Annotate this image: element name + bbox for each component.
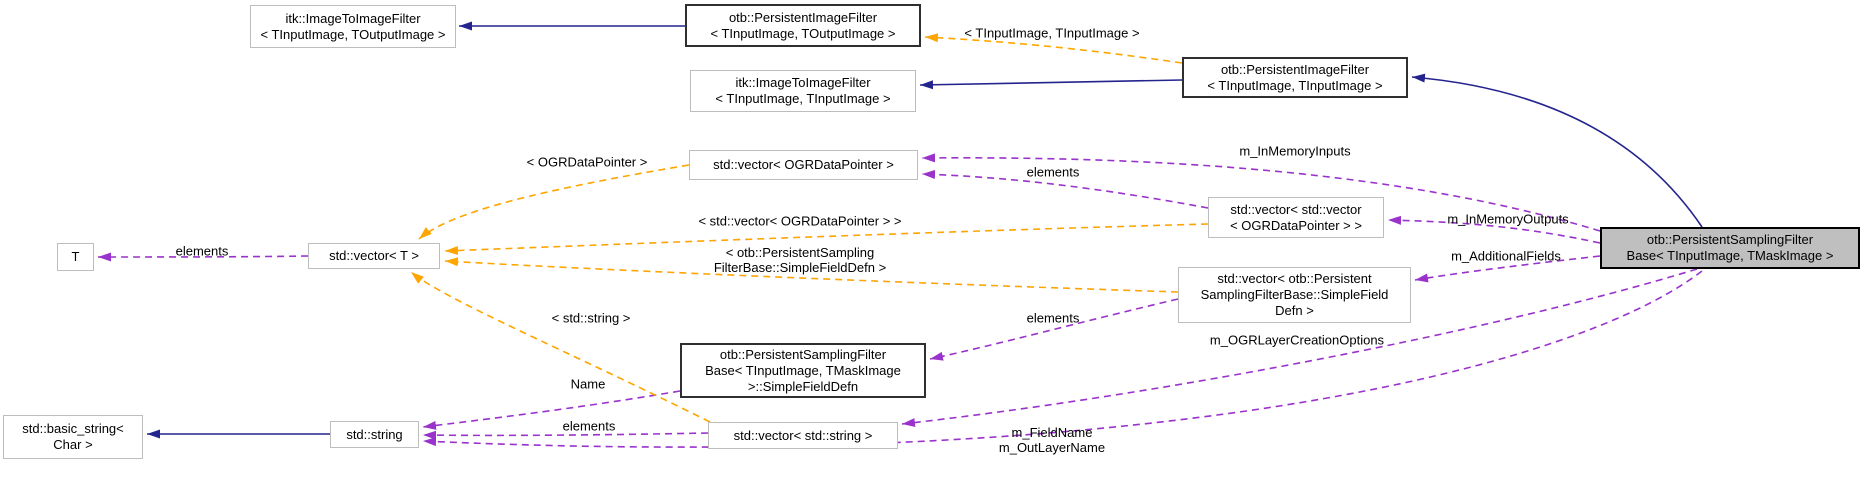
edge-label-template-tinput-tinput: < TInputImage, TInputImage >	[964, 25, 1140, 41]
edge-label-line: < otb::PersistentSampling	[725, 245, 875, 260]
node-line: std::vector< OGRDataPointer >	[713, 157, 894, 172]
node-line: std::vector< otb::Persistent	[1217, 271, 1372, 286]
node-line: std::vector< std::string >	[733, 427, 873, 443]
edge-usage-elements-vv-to-v	[921, 169, 1209, 209]
node-line: < TInputImage, TOutputImage >	[260, 26, 446, 42]
edge-template-vstring-to-vt	[410, 271, 711, 423]
node-simplefielddefn[interactable]: otb::PersistentSamplingFilter Base< TInp…	[680, 343, 926, 398]
edge-usage-m-fieldname-outlayername	[422, 270, 1703, 448]
edge-label-template-simplefielddefn: < otb::PersistentSampling FilterBase::Si…	[714, 245, 886, 275]
node-line: itk::ImageToImageFilter	[285, 10, 421, 26]
edge-label-template-ogrdatapointer: < OGRDataPointer >	[526, 154, 648, 170]
node-line: Defn >	[1275, 303, 1314, 318]
edge-usage-m-ogrlayercreationoptions	[901, 268, 1698, 428]
edge-usage-elements-vsfd-to-sfd	[929, 298, 1179, 361]
edge-label-elements-vt: elements	[175, 243, 229, 259]
node-line: std::string	[346, 426, 403, 442]
edge-template-vvogr-to-vt	[444, 223, 1209, 255]
node-itk-imagetoimagefilter-toutputimage: itk::ImageToImageFilter < TInputImage, T…	[250, 5, 456, 48]
node-line: otb::PersistentImageFilter	[728, 9, 878, 25]
node-line: std::vector< T >	[329, 248, 419, 263]
node-std-basic-string-char: std::basic_string< Char >	[3, 415, 143, 459]
node-line: Base< TInputImage, TMaskImage	[705, 362, 901, 378]
edge-label-m-inmemoryinputs: m_InMemoryInputs	[1239, 143, 1351, 159]
edge-label-m-ogrlayercreationoptions: m_OGRLayerCreationOptions	[1209, 332, 1385, 348]
node-line: SamplingFilterBase::SimpleField	[1200, 287, 1389, 302]
edge-inheritance-main-to-pif-in	[1411, 73, 1703, 228]
node-std-vector-ogrdatapointer: std::vector< OGRDataPointer >	[689, 150, 918, 180]
node-line: std::basic_string<	[22, 421, 124, 436]
edge-label-elements-vv: elements	[1026, 164, 1080, 180]
node-std-vector-simplefielddefn: std::vector< otb::Persistent SamplingFil…	[1178, 267, 1411, 323]
node-line: itk::ImageToImageFilter	[735, 75, 871, 90]
edge-label-line: FilterBase::SimpleFieldDefn >	[713, 260, 887, 275]
node-line: < TInputImage, TInputImage >	[1207, 77, 1383, 93]
edge-label-m-fieldname-outlayername: m_FieldName m_OutLayerName	[999, 425, 1105, 455]
node-line: T	[71, 249, 80, 264]
node-line: >::SimpleFieldDefn	[747, 378, 859, 394]
edge-usage-m-inmemoryoutputs	[1387, 215, 1601, 244]
edge-label-elements-vstring: elements	[562, 418, 616, 434]
node-std-vector-std-string: std::vector< std::string >	[708, 422, 898, 449]
node-line: otb::PersistentSamplingFilter	[719, 346, 887, 362]
node-std-string: std::string	[330, 421, 419, 448]
node-otb-persistentimagefilter-tinputimage[interactable]: otb::PersistentImageFilter < TInputImage…	[1182, 57, 1408, 98]
node-std-vector-std-vector-ogrdatapointer: std::vector< std::vector < OGRDataPointe…	[1208, 197, 1384, 238]
edge-label-template-std-string: < std::string >	[551, 310, 631, 326]
edge-label-line: m_FieldName	[1011, 425, 1093, 440]
node-std-vector-t: std::vector< T >	[308, 243, 440, 269]
edge-usage-elements-vt-to-t	[97, 252, 309, 262]
edge-usage-name	[422, 390, 681, 430]
node-line: otb::PersistentSamplingFilter	[1646, 232, 1814, 247]
node-line: otb::PersistentImageFilter	[1220, 61, 1370, 77]
edge-label-template-vector-ogrdatapointer: < std::vector< OGRDataPointer > >	[698, 213, 902, 229]
node-t: T	[57, 243, 94, 271]
edge-template-vsfd-to-vt	[444, 257, 1179, 293]
edge-label-elements-vsfd: elements	[1026, 310, 1080, 326]
edge-label-m-inmemoryoutputs: m_InMemoryOutputs	[1447, 211, 1569, 227]
node-line: < TInputImage, TOutputImage >	[710, 25, 896, 41]
edge-label-line: m_OutLayerName	[998, 440, 1106, 455]
node-line: < TInputImage, TInputImage >	[715, 91, 891, 106]
edge-usage-m-additionalfields	[1414, 255, 1601, 283]
node-line: Base< TInputImage, TMaskImage >	[1626, 248, 1834, 263]
edge-inheritance-pif-in-to-itk-in	[919, 79, 1183, 90]
edge-template-pif-in-to-pif-out	[924, 33, 1183, 64]
node-otb-persistentsamplingfilterbase-main: otb::PersistentSamplingFilter Base< TInp…	[1600, 227, 1860, 269]
edge-usage-elements-vstring-to-string	[422, 430, 709, 440]
edge-template-vogr-to-vt	[418, 164, 690, 240]
node-itk-imagetoimagefilter-tinputimage: itk::ImageToImageFilter < TInputImage, T…	[690, 70, 916, 112]
node-line: std::vector< std::vector	[1230, 201, 1362, 217]
edge-label-m-additionalfields: m_AdditionalFields	[1451, 248, 1561, 264]
edge-label-name: Name	[570, 376, 606, 392]
node-otb-persistentimagefilter-toutputimage[interactable]: otb::PersistentImageFilter < TInputImage…	[685, 4, 921, 47]
node-line: Char >	[53, 437, 93, 452]
node-line: < OGRDataPointer > >	[1230, 217, 1362, 233]
